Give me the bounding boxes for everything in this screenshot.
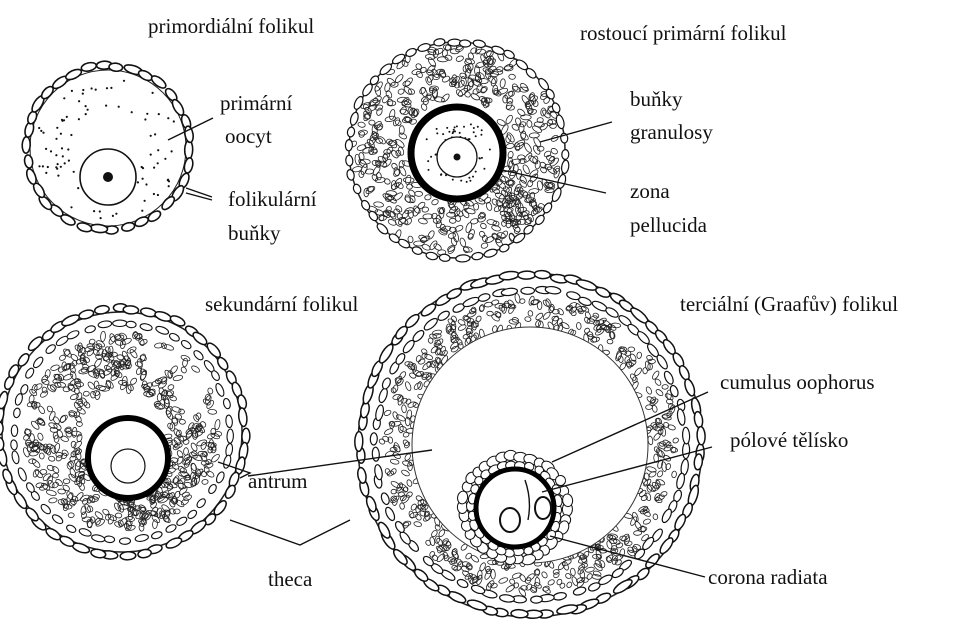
label-granulosa-line1: buňky <box>630 87 683 111</box>
polar-body-shape <box>535 497 551 519</box>
label-granulosa-line2: granulosy <box>630 120 713 144</box>
leader-follicular-cells-b <box>186 193 212 200</box>
oocyte-nucleus <box>500 508 520 532</box>
label-zona-pellucida-line2: pellucida <box>630 213 708 237</box>
leader-theca <box>230 520 350 545</box>
label-corona-radiata: corona radiata <box>708 565 828 589</box>
title-secondary: sekundární folikul <box>205 292 359 316</box>
title-primordial: primordiální folikul <box>148 14 314 38</box>
label-follicular-cells-line2: buňky <box>228 221 281 245</box>
title-tertiary: terciální (Graafův) folikul <box>680 292 898 316</box>
label-follicular-cells-line1: folikulární <box>228 187 317 211</box>
label-cumulus-oophorus: cumulus oophorus <box>720 370 875 394</box>
label-antrum: antrum <box>248 469 307 493</box>
label-primary-oocyte-line1: primární <box>220 91 292 115</box>
growing-primary-follicle-drawing <box>345 38 570 262</box>
label-zona-pellucida-line1: zona <box>630 179 670 203</box>
title-growing-primary: rostoucí primární folikul <box>580 21 787 45</box>
secondary-follicle-drawing <box>0 304 250 561</box>
label-theca: theca <box>268 567 313 591</box>
label-primary-oocyte-line2: oocyt <box>225 124 272 148</box>
primordial-follicle-drawing <box>22 61 194 234</box>
leader-follicular-cells-a <box>186 188 212 197</box>
tertiary-follicle-drawing <box>355 270 706 619</box>
label-polar-body: pólové tělísko <box>730 428 848 452</box>
